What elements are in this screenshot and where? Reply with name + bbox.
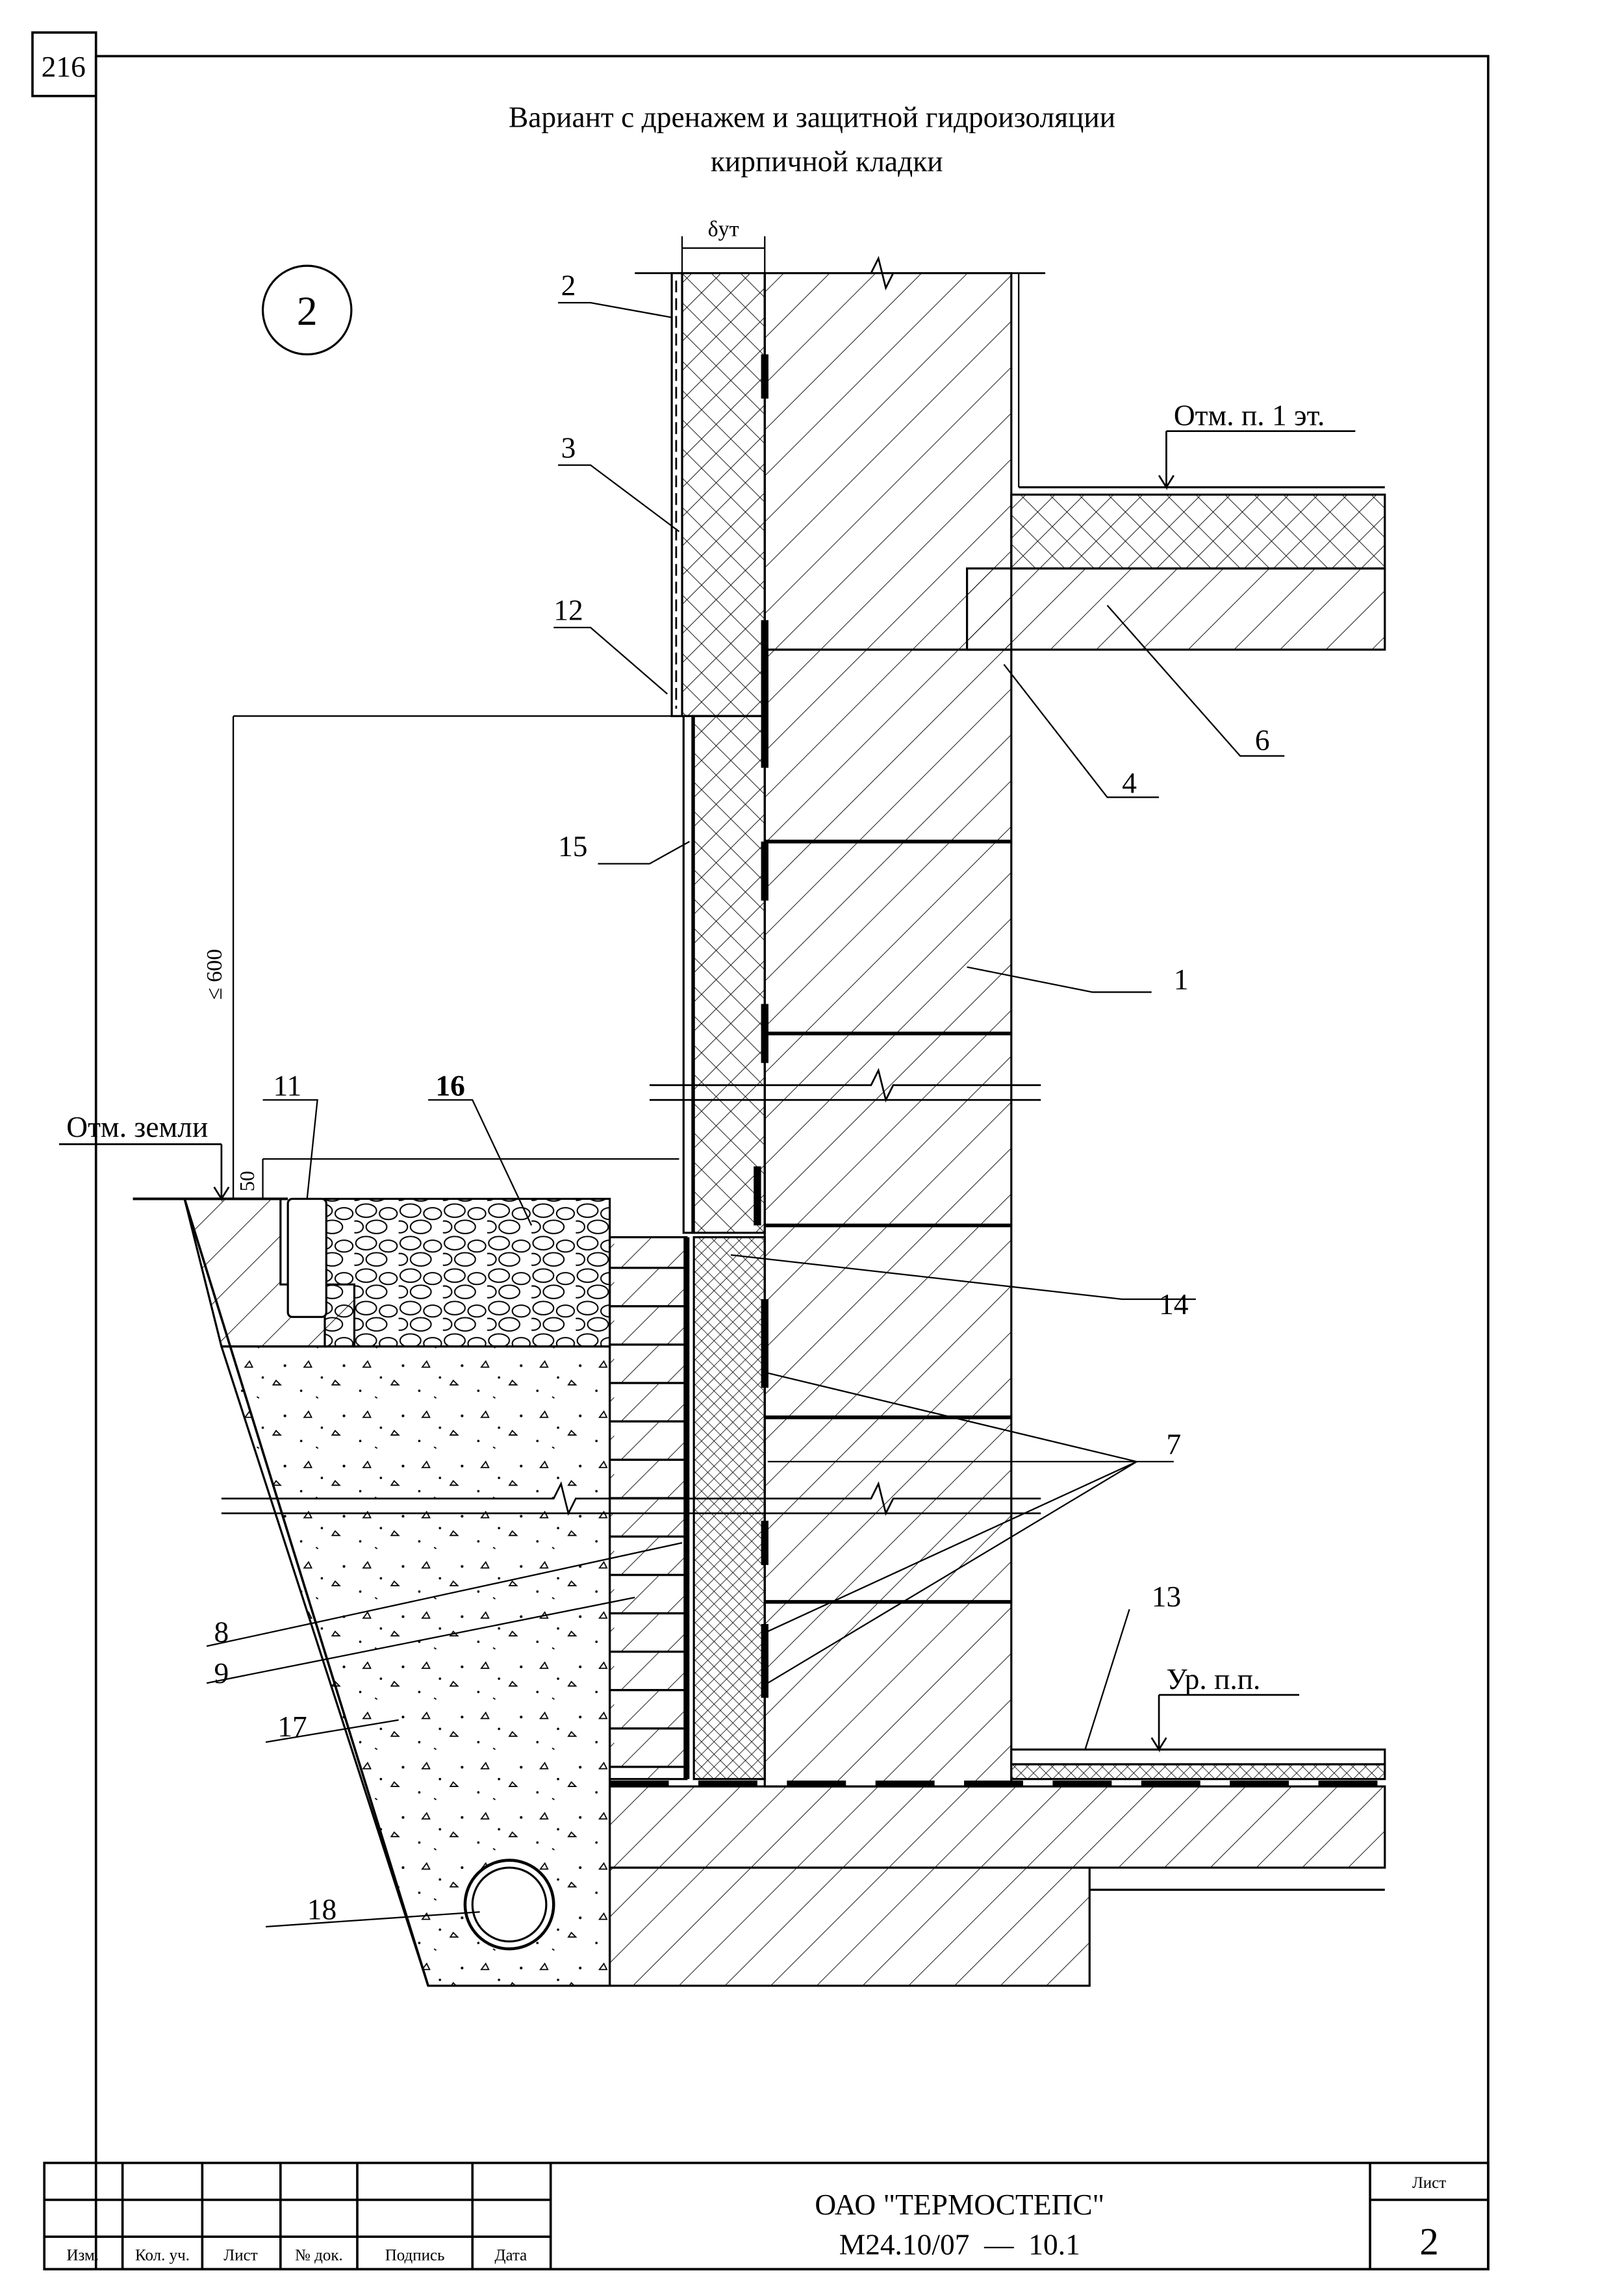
elevation-ground: Отм. земли: [66, 1110, 208, 1143]
header-quantity: Кол. уч.: [135, 2247, 190, 2265]
callout-18: 18: [307, 1893, 336, 1926]
callout-1: 1: [1174, 963, 1189, 996]
callout-14: 12: [553, 594, 583, 627]
detail-number-circle: [261, 264, 353, 356]
callout-9: 9: [214, 1656, 229, 1690]
document-code: М24.10/07 — 10.1: [839, 2228, 1080, 2261]
callout-12: 13: [1152, 1580, 1181, 1613]
callout-8: 8: [214, 1615, 229, 1648]
callout-2: 2: [561, 269, 576, 302]
callout-13: 14: [1159, 1288, 1189, 1321]
callout-6: 6: [1255, 724, 1270, 757]
callout-numbers: 1 2 3 12 4 6 7 8 9 17 18 11 16 15 14 13: [214, 269, 1270, 1926]
ground-section: [133, 1197, 611, 1987]
header-change: Изм.: [66, 2247, 99, 2265]
wall-section: [609, 272, 1386, 1987]
header-date: Дата: [494, 2247, 527, 2265]
insulation-thickness-label: δут: [708, 218, 739, 242]
callout-15: 15: [558, 830, 587, 863]
sheet-label: Лист: [1412, 2174, 1446, 2192]
elevation-marks: [58, 430, 1356, 1753]
callout-3: 3: [561, 431, 576, 464]
drawing-title-line2: кирпичной кладки: [711, 145, 943, 178]
callout-4: 4: [1122, 767, 1137, 800]
company-name: ОАО "ТЕРМОСТЕПС": [815, 2188, 1104, 2221]
elevation-floor-level: Ур. п.п.: [1166, 1662, 1260, 1695]
elevation-first-floor: Отм. п. 1 эт.: [1174, 399, 1325, 432]
title-block: [43, 2161, 1490, 2271]
header-sheet: Лист: [223, 2247, 257, 2265]
sheet-number: 2: [1419, 2220, 1439, 2263]
callout-17: 17: [277, 1710, 307, 1743]
callout-16: 16: [435, 1069, 464, 1102]
leader-lines: [206, 301, 1285, 1928]
dimension-lines: [232, 236, 766, 1199]
page-number: 216: [42, 50, 86, 83]
height-limit-label: ≤ 600: [203, 949, 227, 1000]
drawing-title-line1: Вариант с дренажем и защитной гидроизоля…: [509, 101, 1115, 134]
callout-7: 7: [1166, 1428, 1181, 1461]
break-lines: [221, 255, 1046, 1516]
offset-label: 50: [236, 1171, 259, 1191]
header-doc-number: № док.: [295, 2247, 343, 2265]
header-signature: Подпись: [385, 2247, 445, 2265]
drain-pipe: [463, 1859, 555, 1951]
title-block-headers: Изм. Кол. уч. Лист № док. Подпись Дата: [66, 2247, 527, 2265]
callout-11: 11: [273, 1069, 301, 1102]
detail-number: 2: [297, 288, 318, 334]
